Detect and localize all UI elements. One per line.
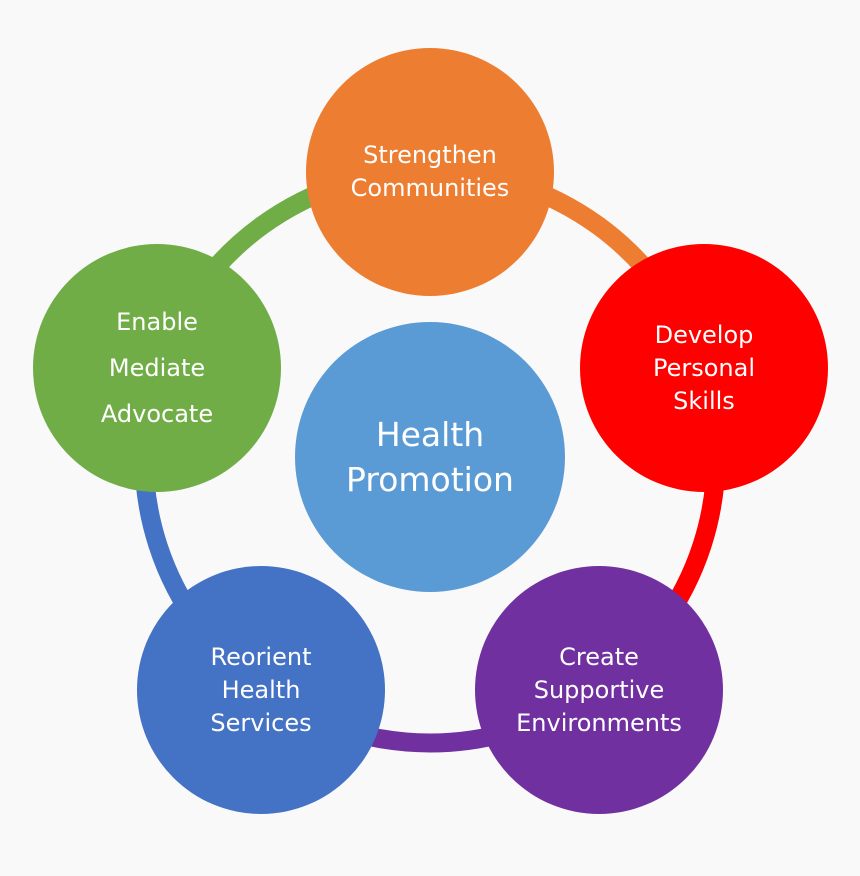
circle-enable-mediate-advocate: Enable Mediate Advocate: [33, 244, 281, 492]
label-line: Health: [221, 675, 301, 704]
circle-develop-personal-skills: Develop Personal Skills: [580, 244, 828, 492]
center-label-line: Health: [375, 415, 485, 454]
label-line: Mediate: [108, 354, 206, 382]
label-line: Create: [559, 642, 639, 671]
label-line: Environments: [516, 708, 682, 737]
label-line: Advocate: [100, 400, 214, 428]
label-line: Communities: [350, 174, 510, 202]
label-line: Supportive: [533, 675, 665, 704]
circle-create-supportive-environments: Create Supportive Environments: [475, 566, 723, 814]
label-line: Enable: [116, 308, 198, 336]
circle-strengthen-communities: Strengthen Communities: [306, 48, 554, 296]
label-line: Reorient: [210, 642, 312, 671]
label-line: Develop: [654, 320, 754, 349]
label-line: Strengthen: [363, 141, 497, 169]
label-line: Personal: [652, 353, 756, 382]
label-line: Skills: [673, 386, 735, 415]
center-circle-health-promotion: Health Promotion: [295, 322, 565, 592]
center-label-line: Promotion: [346, 460, 514, 499]
label-line: Services: [210, 708, 312, 737]
circle-reorient-health-services: Reorient Health Services: [137, 566, 385, 814]
